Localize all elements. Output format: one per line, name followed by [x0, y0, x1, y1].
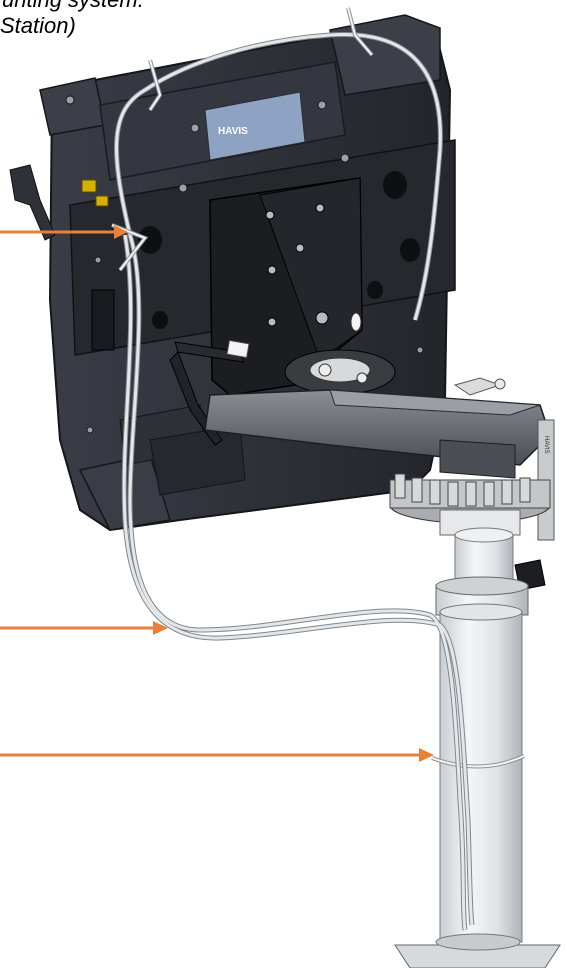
caption-line-1: unting system.	[2, 0, 144, 12]
callout-arrows	[0, 225, 434, 762]
caption-line-2: Station)	[0, 13, 76, 38]
mounting-pole	[394, 527, 561, 968]
gear-lock-hub	[389, 473, 551, 591]
device-logo: HAVIS	[218, 126, 248, 137]
arm-label: HAVIS	[543, 436, 549, 454]
callout-arrow-mid-cable-loop	[0, 621, 168, 635]
callout-arrow-upper-cable-tie	[0, 225, 128, 239]
side-connectors	[9, 164, 115, 351]
callout-arrow-pole-cable-tie	[0, 748, 434, 762]
swing-arm: HAVIS	[204, 377, 555, 541]
cable-bundle	[111, 7, 475, 931]
